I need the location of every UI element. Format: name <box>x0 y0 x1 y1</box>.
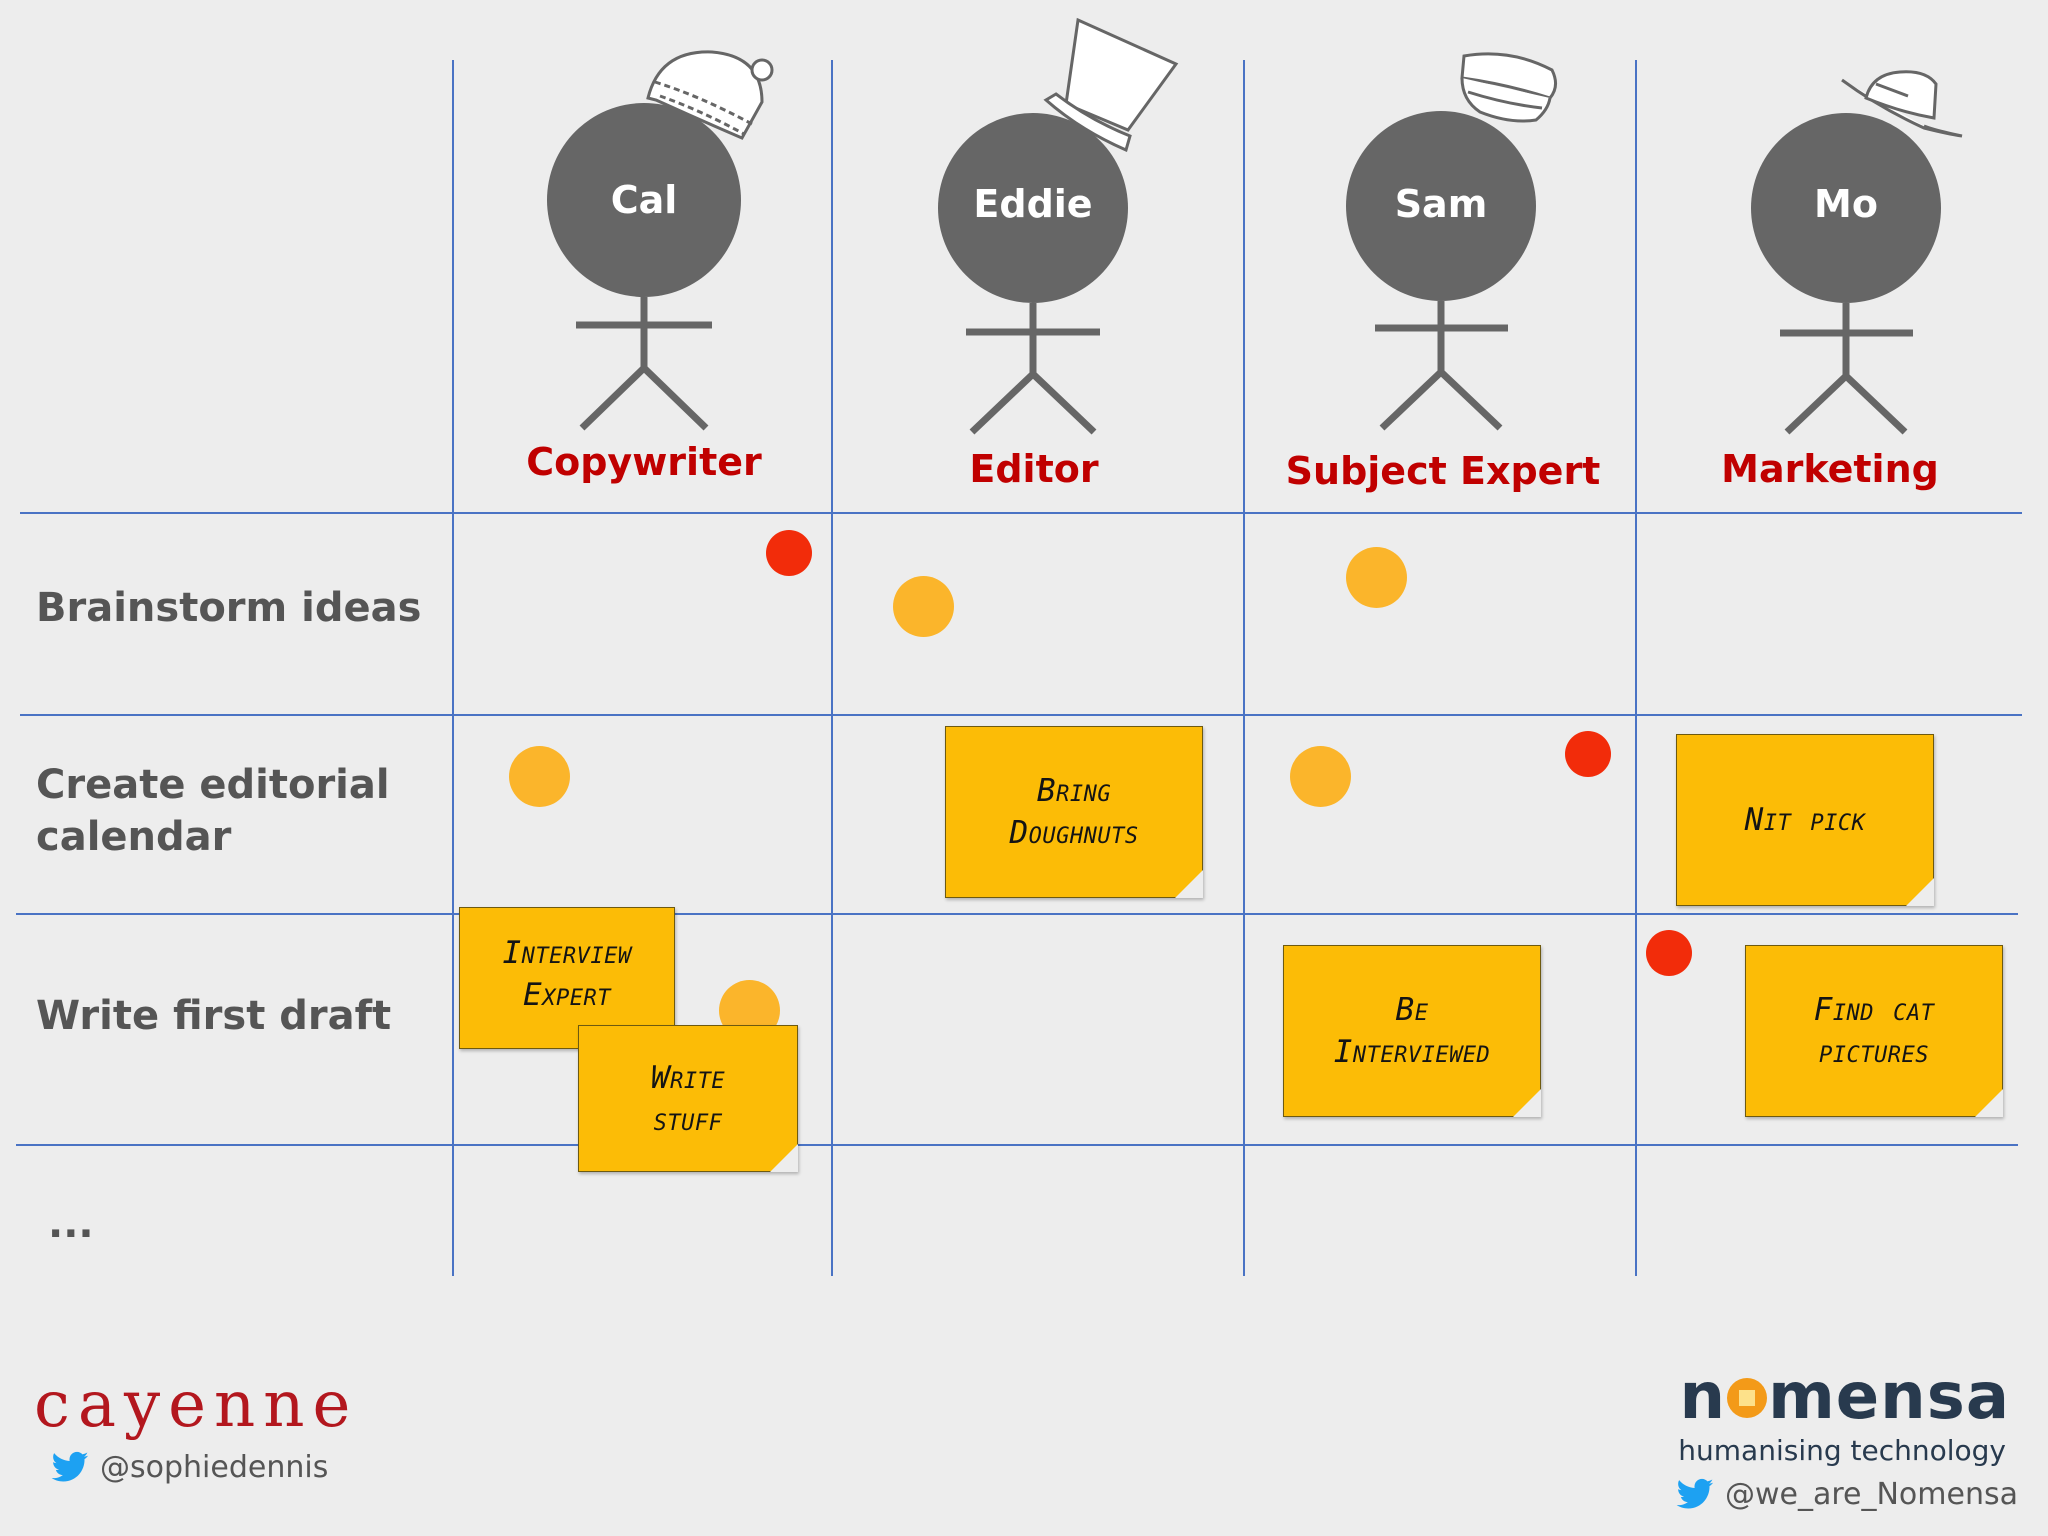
sticky-fold <box>1975 1089 2003 1117</box>
sticky-note-text: Nit pick <box>1744 802 1866 838</box>
sticky-note-nit-pick: Nit pick <box>1676 734 1934 906</box>
sticky-note-find-cat-pictures: Find cat pictures <box>1745 945 2003 1117</box>
red-dot <box>766 530 812 576</box>
role-label-marketing: Marketing <box>1721 447 1939 491</box>
red-dot <box>1646 930 1692 976</box>
persona-figure-sam <box>1346 52 1557 431</box>
sticky-note-text: Find cat pictures <box>1813 992 1935 1070</box>
sticky-fold <box>1175 870 1203 898</box>
sticky-note-bring-doughnuts: Bring Doughnuts <box>945 726 1203 898</box>
sticky-note-text: Write stuff <box>650 1059 726 1138</box>
twitter-handle-left[interactable]: @sophiedennis <box>50 1450 328 1485</box>
role-label-editor: Editor <box>969 447 1099 491</box>
persona-figure-cal <box>547 50 774 431</box>
nomensa-o-icon <box>1727 1378 1768 1418</box>
role-label-subject-expert: Subject Expert <box>1285 449 1601 493</box>
sticky-note-be-interviewed: Be Interviewed <box>1283 945 1541 1117</box>
cayenne-logo: cayenne <box>34 1368 359 1442</box>
row-label-more: ... <box>48 1201 94 1247</box>
sticky-note-text: Interview Expert <box>502 935 632 1013</box>
twitter-handle-text: @sophiedennis <box>100 1450 329 1485</box>
orange-dot <box>509 746 570 807</box>
sticky-fold <box>1513 1089 1541 1117</box>
twitter-handle-text: @we_are_Nomensa <box>1724 1477 2018 1512</box>
cap-hat-icon <box>1460 52 1557 123</box>
twitter-bird-icon <box>51 1451 89 1481</box>
twitter-handle-right[interactable]: @we_are_Nomensa <box>1675 1477 2018 1512</box>
persona-name-eddie: Eddie <box>973 182 1093 226</box>
sticky-fold <box>1906 878 1934 906</box>
red-dot <box>1565 731 1611 777</box>
persona-figure-mo <box>1751 70 1963 435</box>
nomensa-tagline: humanising technology <box>1678 1434 2006 1467</box>
orange-dot <box>1346 547 1407 608</box>
persona-figure-eddie <box>938 17 1179 435</box>
fedora-hat-icon <box>1841 70 1963 138</box>
sticky-note-text: Be Interviewed <box>1333 992 1491 1070</box>
role-label-copywriter: Copywriter <box>526 440 762 484</box>
orange-dot <box>893 576 954 637</box>
top-hat-icon <box>1043 17 1179 153</box>
persona-name-mo: Mo <box>1814 182 1878 226</box>
orange-dot <box>1290 746 1351 807</box>
row-label-brainstorm: Brainstorm ideas <box>36 585 422 631</box>
grid-lines <box>16 60 2022 1276</box>
twitter-bird-icon <box>1676 1478 1714 1508</box>
sticky-fold <box>770 1144 798 1172</box>
row-label-first-draft: Write first draft <box>36 993 392 1039</box>
persona-name-cal: Cal <box>610 178 678 222</box>
sticky-note-text: Bring Doughnuts <box>1009 773 1139 851</box>
sticky-note-write-stuff: Write stuff <box>578 1025 798 1172</box>
row-label-editorial-calendar: Create editorial calendar <box>36 762 390 860</box>
persona-name-sam: Sam <box>1394 182 1488 226</box>
